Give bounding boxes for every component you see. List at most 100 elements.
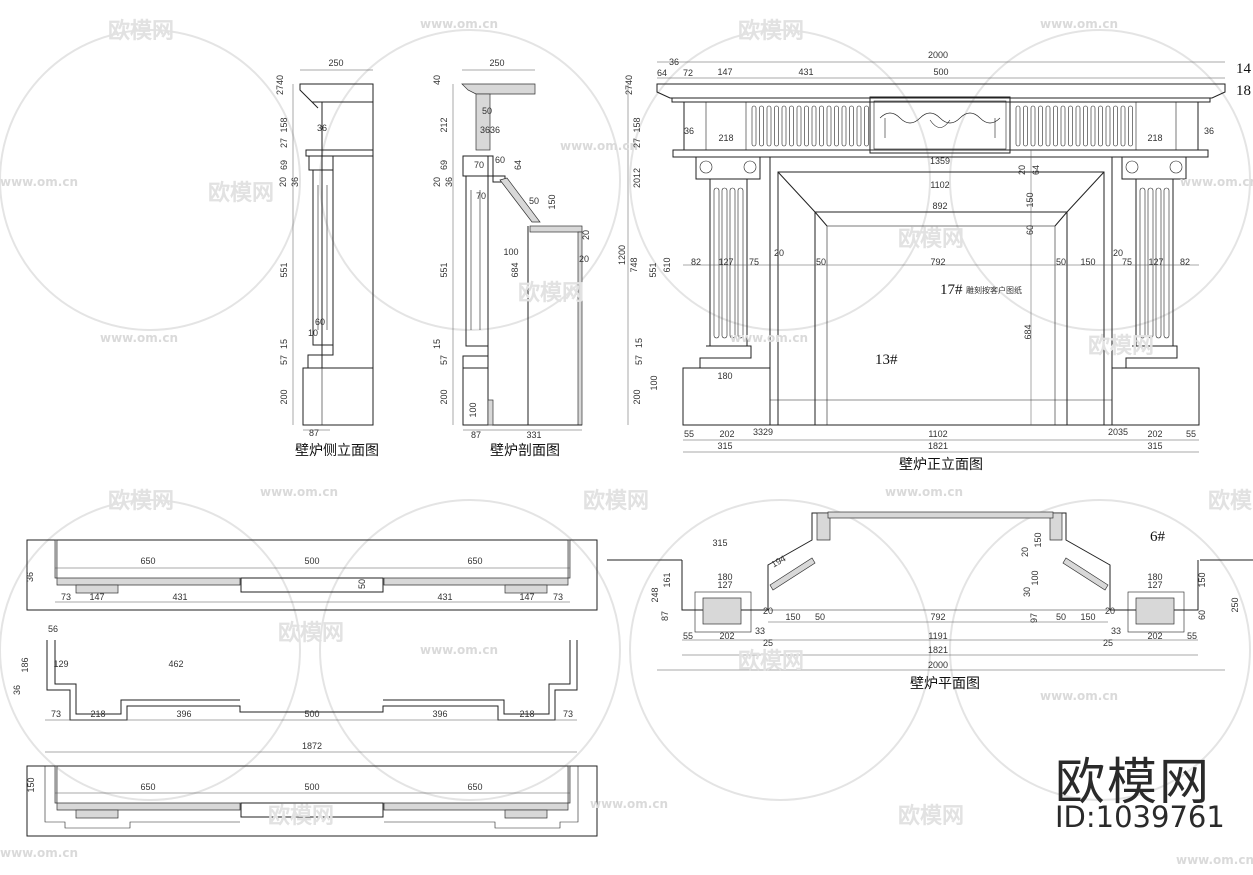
- dimension-plan: 2000: [928, 660, 948, 670]
- flute: [811, 105, 817, 147]
- dimension-plan_mid: 1872: [302, 741, 322, 751]
- dimension-plan: 127: [1147, 580, 1162, 590]
- dimension-plan: 33: [755, 626, 765, 636]
- dimension-section: 50: [482, 106, 492, 116]
- dimension-front: 72: [683, 68, 693, 78]
- watermark-url: www.om.cn: [100, 331, 178, 345]
- dimension-side: 200: [279, 389, 289, 404]
- dimension-section: 150: [547, 194, 557, 209]
- dimension-side: 10: [308, 328, 318, 338]
- watermark-url: www.om.cn: [1040, 689, 1118, 703]
- dimension-side: 87: [309, 428, 319, 438]
- dimension-plan: 20: [1020, 547, 1030, 557]
- dimension-section: 200: [439, 389, 449, 404]
- dimension-plan: 1191: [928, 631, 947, 641]
- dimension-front: 500: [933, 67, 948, 77]
- dimension-plan: 30: [1022, 587, 1032, 597]
- dimension-section: 100: [503, 247, 518, 257]
- dimension-front: 75: [749, 257, 759, 267]
- dimension-front: 202: [1147, 429, 1162, 439]
- watermark-brand: 欧模网: [208, 180, 274, 206]
- dimension-plan: 250: [1230, 597, 1240, 612]
- watermark-url: www.om.cn: [560, 139, 638, 153]
- dimension-section: 250: [489, 58, 504, 68]
- watermark-url: www.om.cn: [885, 485, 963, 499]
- dimension-plan_mid: 218: [90, 709, 105, 719]
- dimension-plan_mid: 396: [176, 709, 191, 719]
- watermark-url: www.om.cn: [420, 17, 498, 31]
- watermark-brand: 欧模网: [1088, 333, 1154, 359]
- flute: [796, 105, 802, 147]
- dimension-front: 55: [684, 429, 694, 439]
- dimension-plan_bot: 650: [140, 782, 155, 792]
- dimension-plan: 202: [1147, 631, 1162, 641]
- dimension-front: 684: [1023, 324, 1033, 339]
- mantel-plan-bottom: [26, 765, 598, 837]
- dimension-plan: 180: [717, 572, 732, 582]
- dimension-front: 20: [774, 248, 784, 258]
- flute: [1113, 105, 1118, 147]
- carved-garland: [879, 112, 1001, 138]
- flute: [834, 105, 839, 147]
- dimension-side: 2740: [275, 75, 285, 95]
- watermark-url: www.om.cn: [260, 485, 338, 499]
- dimension-front: 2740: [624, 75, 634, 95]
- dimension-front: 218: [718, 133, 733, 143]
- flute: [1045, 105, 1051, 147]
- watermark-brand: 欧模网: [898, 803, 964, 829]
- dimension-side: 36: [317, 123, 327, 133]
- mark-13: 13#: [875, 352, 898, 368]
- flute: [1105, 105, 1111, 147]
- dimension-plan: 315: [712, 538, 727, 548]
- brand-logo: 欧模网: [1055, 753, 1211, 811]
- column-flute: [1139, 187, 1146, 339]
- dimension-plan: 150: [1197, 572, 1207, 587]
- dimension-plan_mid: 73: [51, 709, 61, 719]
- watermark-url: www.om.cn: [1180, 175, 1253, 189]
- plan-view: [607, 511, 1253, 671]
- dimension-plan_top: 73: [61, 592, 71, 602]
- watermark-brand: 欧模网: [738, 18, 804, 44]
- dimension-side: 60: [315, 317, 325, 327]
- front-elevation: [627, 61, 1226, 453]
- dimension-side: 57: [279, 355, 289, 365]
- dimension-section: 36: [444, 177, 454, 187]
- dimension-front: 200: [632, 389, 642, 404]
- watermark-brand: 欧模网: [278, 620, 344, 646]
- dimension-section: 64: [513, 160, 523, 170]
- dimension-section: 20: [432, 177, 442, 187]
- dimension-front: 57: [634, 355, 644, 365]
- flute: [819, 105, 824, 147]
- dimension-side: 250: [328, 58, 343, 68]
- watermark-url: www.om.cn: [0, 175, 78, 189]
- dimension-section: 87: [471, 430, 481, 440]
- dimension-plan_mid: 73: [563, 709, 573, 719]
- dimension-front: 202: [719, 429, 734, 439]
- dimension-front: 1200: [617, 245, 627, 265]
- flute: [804, 105, 809, 147]
- dimension-section: 684: [510, 262, 520, 277]
- dimension-plan: 150: [785, 612, 800, 622]
- dimension-front: 60: [1025, 225, 1035, 235]
- dimension-plan_mid: 56: [48, 624, 58, 634]
- flute: [856, 105, 862, 147]
- dimension-plan: 248: [650, 587, 660, 602]
- dimension-side: 69: [279, 160, 289, 170]
- dimension-plan: 25: [1103, 638, 1113, 648]
- dimension-plan: 202: [719, 631, 734, 641]
- dimension-plan_top: 147: [519, 592, 534, 602]
- dimension-plan: 792: [930, 612, 945, 622]
- watermark-pattern: [0, 29, 1251, 801]
- dimension-section: 70: [476, 191, 486, 201]
- dimension-front: 315: [717, 441, 732, 451]
- flute: [1068, 105, 1073, 147]
- dimension-plan_mid: 500: [304, 709, 319, 719]
- flute: [1060, 105, 1066, 147]
- flute: [1053, 105, 1058, 147]
- flute: [826, 105, 832, 147]
- dimension-plan: 55: [1187, 631, 1197, 641]
- dimension-front: 792: [930, 257, 945, 267]
- dimension-front: 82: [691, 257, 701, 267]
